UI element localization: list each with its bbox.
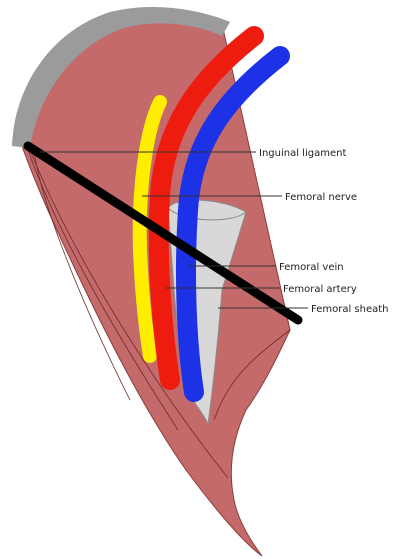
label-femoral-sheath: Femoral sheath	[311, 304, 389, 315]
label-femoral-artery: Femoral artery	[283, 284, 357, 295]
label-femoral-nerve: Femoral nerve	[285, 192, 357, 203]
label-inguinal-ligament: Inguinal ligament	[259, 148, 346, 159]
label-femoral-vein: Femoral vein	[279, 262, 344, 273]
